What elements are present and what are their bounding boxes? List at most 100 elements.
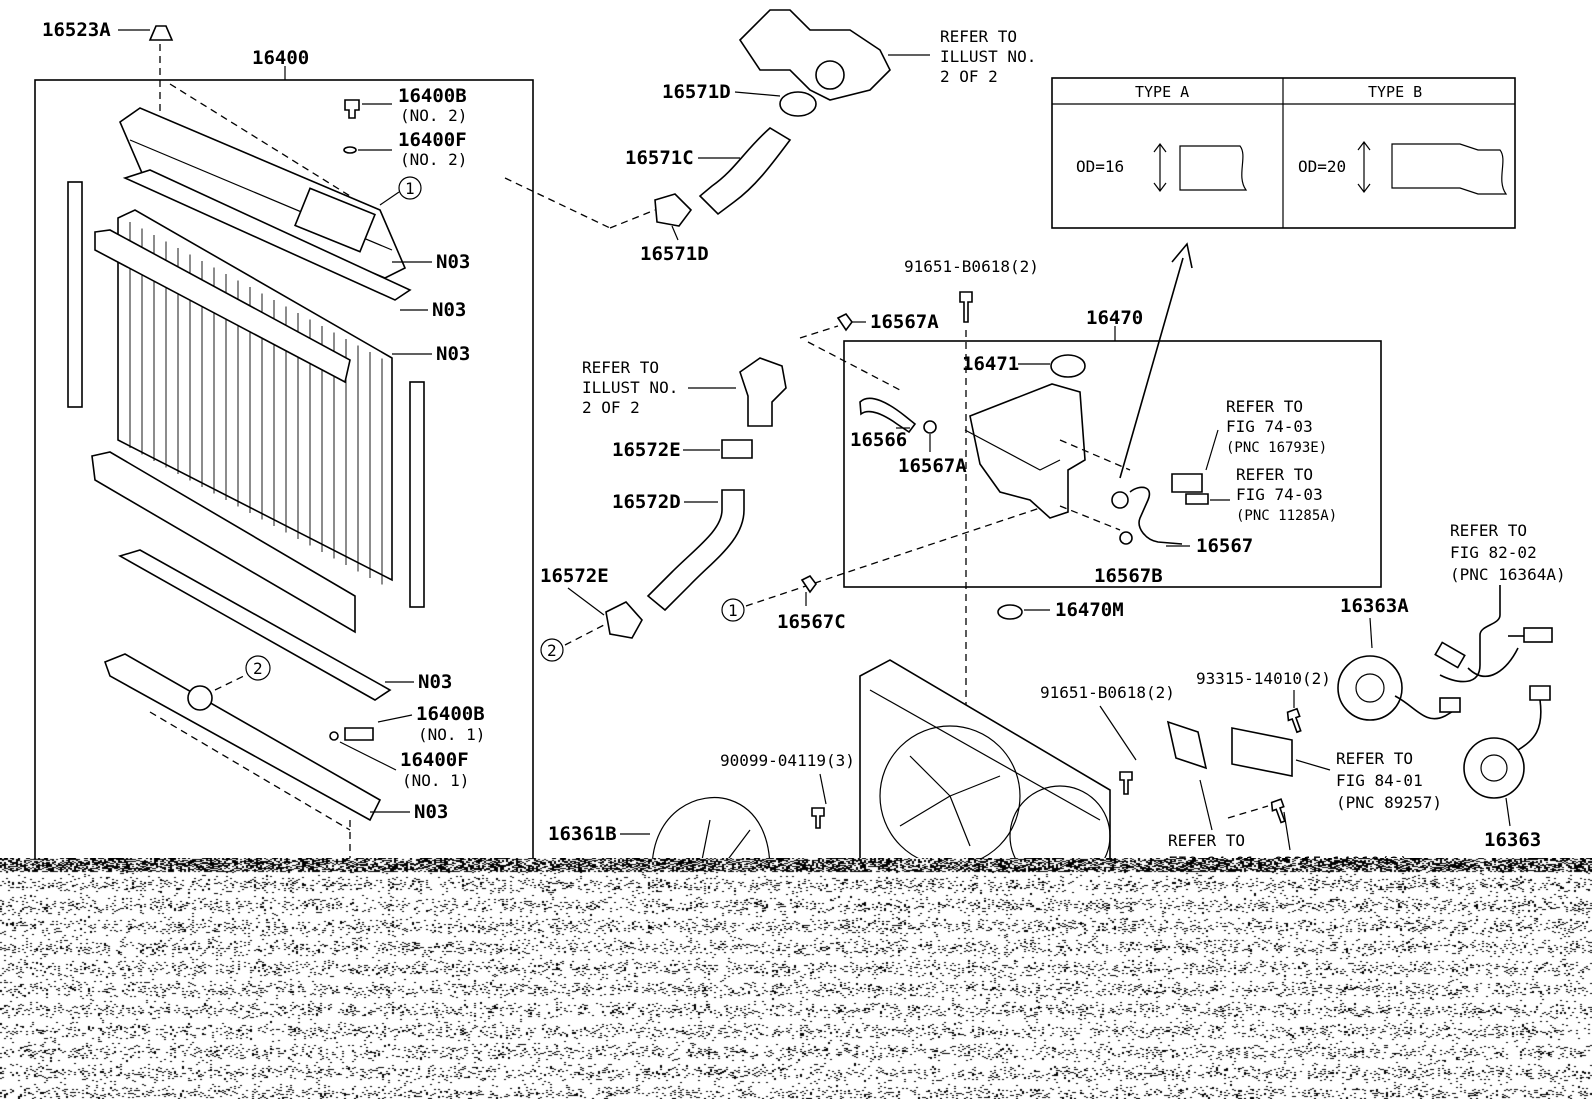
refer-8401a-line1: REFER TO	[1336, 749, 1413, 768]
clip-16567B[interactable]	[1119, 531, 1133, 545]
hose-clamp-16571D-upper[interactable]	[779, 91, 817, 117]
hose-16566[interactable]	[859, 397, 917, 434]
baffle-upper[interactable]	[94, 229, 351, 384]
bolt-91651-top[interactable]	[959, 291, 973, 323]
label-91651-bot[interactable]: 91651-B0618(2)	[1040, 683, 1175, 702]
label-16363[interactable]: 16363	[1484, 829, 1541, 851]
bolt-93315-top[interactable]	[1286, 707, 1305, 734]
fan-motor-16363[interactable]	[1463, 737, 1525, 799]
label-N03-e[interactable]: N03	[414, 801, 448, 823]
drain-cock-16400B-no1[interactable]	[344, 727, 374, 741]
callout-2-hose-text: 2	[547, 641, 557, 660]
label-16567A-top[interactable]: 16567A	[870, 311, 939, 333]
callout-1-reservoir-text: 1	[728, 601, 738, 620]
radiator-hose-16572D[interactable]	[646, 489, 745, 612]
bolt-90099[interactable]	[811, 807, 825, 829]
label-16571D-top[interactable]: 16571D	[662, 81, 731, 103]
label-N03-b[interactable]: N03	[432, 299, 466, 321]
connector-c	[1439, 697, 1461, 713]
clip-16567A-top[interactable]	[836, 312, 853, 332]
label-16400F-bot[interactable]: 16400F	[400, 749, 469, 771]
label-16572E-top[interactable]: 16572E	[612, 439, 681, 461]
thermostat-housing-upper[interactable]	[738, 9, 891, 101]
refer-7403b-line3: (PNC 11285A)	[1236, 508, 1337, 524]
reservoir-group-frame	[843, 340, 1382, 588]
connector-a	[1523, 627, 1553, 643]
clip-16567C[interactable]	[800, 574, 817, 594]
label-N03-d[interactable]: N03	[418, 671, 452, 693]
refer-illust-mid-line1: REFER TO	[582, 358, 659, 377]
label-16471[interactable]: 16471	[962, 353, 1019, 375]
label-16567C[interactable]: 16567C	[777, 611, 846, 633]
lower-hose-group: REFER TO ILLUST NO. 2 OF 2 16572E 16572D…	[540, 357, 787, 662]
label-16571D-bot[interactable]: 16571D	[640, 243, 709, 265]
reservoir-cap-16471[interactable]	[1050, 354, 1086, 378]
drain-cock-16400B-no2[interactable]	[344, 99, 360, 119]
refer-7403b-line1: REFER TO	[1236, 465, 1313, 484]
seal-lower[interactable]	[117, 549, 392, 701]
side-support-right[interactable]	[409, 381, 425, 608]
label-16572D[interactable]: 16572D	[612, 491, 681, 513]
label-16567A-mid[interactable]: 16567A	[898, 455, 967, 477]
label-16523A[interactable]: 16523A	[42, 19, 111, 41]
bolt-93315-bot[interactable]	[1270, 798, 1289, 824]
fan-shroud-group: 91651-B0618(2) 90099-04119(3) 16361B	[548, 659, 1175, 887]
label-16470M[interactable]: 16470M	[1055, 599, 1124, 621]
label-16400[interactable]: 16400	[252, 47, 309, 69]
fan-controller[interactable]	[1231, 727, 1293, 777]
hose-clamp-16572E-lower[interactable]	[605, 601, 643, 639]
connector-b	[1434, 641, 1466, 669]
callout-1-upper-tank-text: 1	[405, 179, 415, 198]
label-90099[interactable]: 90099-04119(3)	[720, 751, 855, 770]
refer-8202-line2: FIG 82-02	[1450, 543, 1537, 562]
upper-tank-inlet	[294, 187, 376, 253]
clip-16567A-mid[interactable]	[923, 420, 937, 434]
refer-illust-top-line3: 2 OF 2	[940, 67, 998, 86]
label-16400B-bot-note: (NO. 1)	[418, 725, 485, 744]
label-16470[interactable]: 16470	[1086, 307, 1143, 329]
refer-illust-mid-line3: 2 OF 2	[582, 398, 640, 417]
clip-ref-16793E	[1171, 473, 1203, 493]
label-16400B-bot[interactable]: 16400B	[416, 703, 485, 725]
label-N03-c[interactable]: N03	[436, 343, 470, 365]
fan-16361B[interactable]	[651, 796, 771, 871]
thermostat-housing-lower[interactable]	[739, 357, 787, 427]
baffle-lower[interactable]	[91, 451, 356, 634]
label-16567[interactable]: 16567	[1196, 535, 1253, 557]
callout-1-upper-tank	[398, 176, 422, 200]
label-16400F-top-note: (NO. 2)	[400, 150, 467, 169]
label-N03-a[interactable]: N03	[436, 251, 470, 273]
fan-relay[interactable]	[1166, 720, 1208, 770]
oring-16400F-no2[interactable]	[343, 146, 357, 154]
bolt-91651-bot[interactable]	[1119, 771, 1133, 795]
side-support-left[interactable]	[67, 181, 83, 408]
oring-16400F-no1[interactable]	[329, 731, 339, 741]
label-16572E-bot[interactable]: 16572E	[540, 565, 609, 587]
radiator-cap-16523A[interactable]	[148, 25, 174, 41]
radiator-lower-tank[interactable]	[103, 653, 382, 822]
label-16567B[interactable]: 16567B	[1094, 565, 1163, 587]
refer-7403a-line3: (PNC 16793E)	[1226, 440, 1327, 456]
label-16363A[interactable]: 16363A	[1340, 595, 1409, 617]
label-93315-top[interactable]: 93315-14010(2)	[1196, 669, 1331, 688]
fan-motor-16363A[interactable]	[1337, 655, 1403, 721]
coolant-reservoir-tank[interactable]	[969, 383, 1086, 519]
label-16566[interactable]: 16566	[850, 429, 907, 451]
radiator-hose-16571C[interactable]	[698, 127, 792, 216]
refer-8401b-line1: REFER TO	[1168, 831, 1245, 850]
label-16400B-top[interactable]: 16400B	[398, 85, 467, 107]
refer-8401a-line3: (PNC 89257)	[1336, 793, 1442, 812]
label-16361B[interactable]: 16361B	[548, 823, 617, 845]
hose-clamp-16571D-lower[interactable]	[654, 193, 693, 227]
label-16400F-top[interactable]: 16400F	[398, 129, 467, 151]
clip-ref-11285A	[1185, 493, 1209, 505]
hose-clamp-16572E-upper[interactable]	[721, 439, 753, 459]
grommet-16470M[interactable]	[997, 604, 1023, 620]
seal-upper[interactable]	[122, 169, 412, 301]
refer-7403b-line2: FIG 74-03	[1236, 485, 1323, 504]
hose-16567[interactable]	[1129, 486, 1183, 545]
label-16571C[interactable]: 16571C	[625, 147, 694, 169]
lower-tank-outlet	[187, 685, 213, 711]
type-a-od: OD=16	[1076, 157, 1124, 176]
label-91651-top[interactable]: 91651-B0618(2)	[904, 257, 1039, 276]
